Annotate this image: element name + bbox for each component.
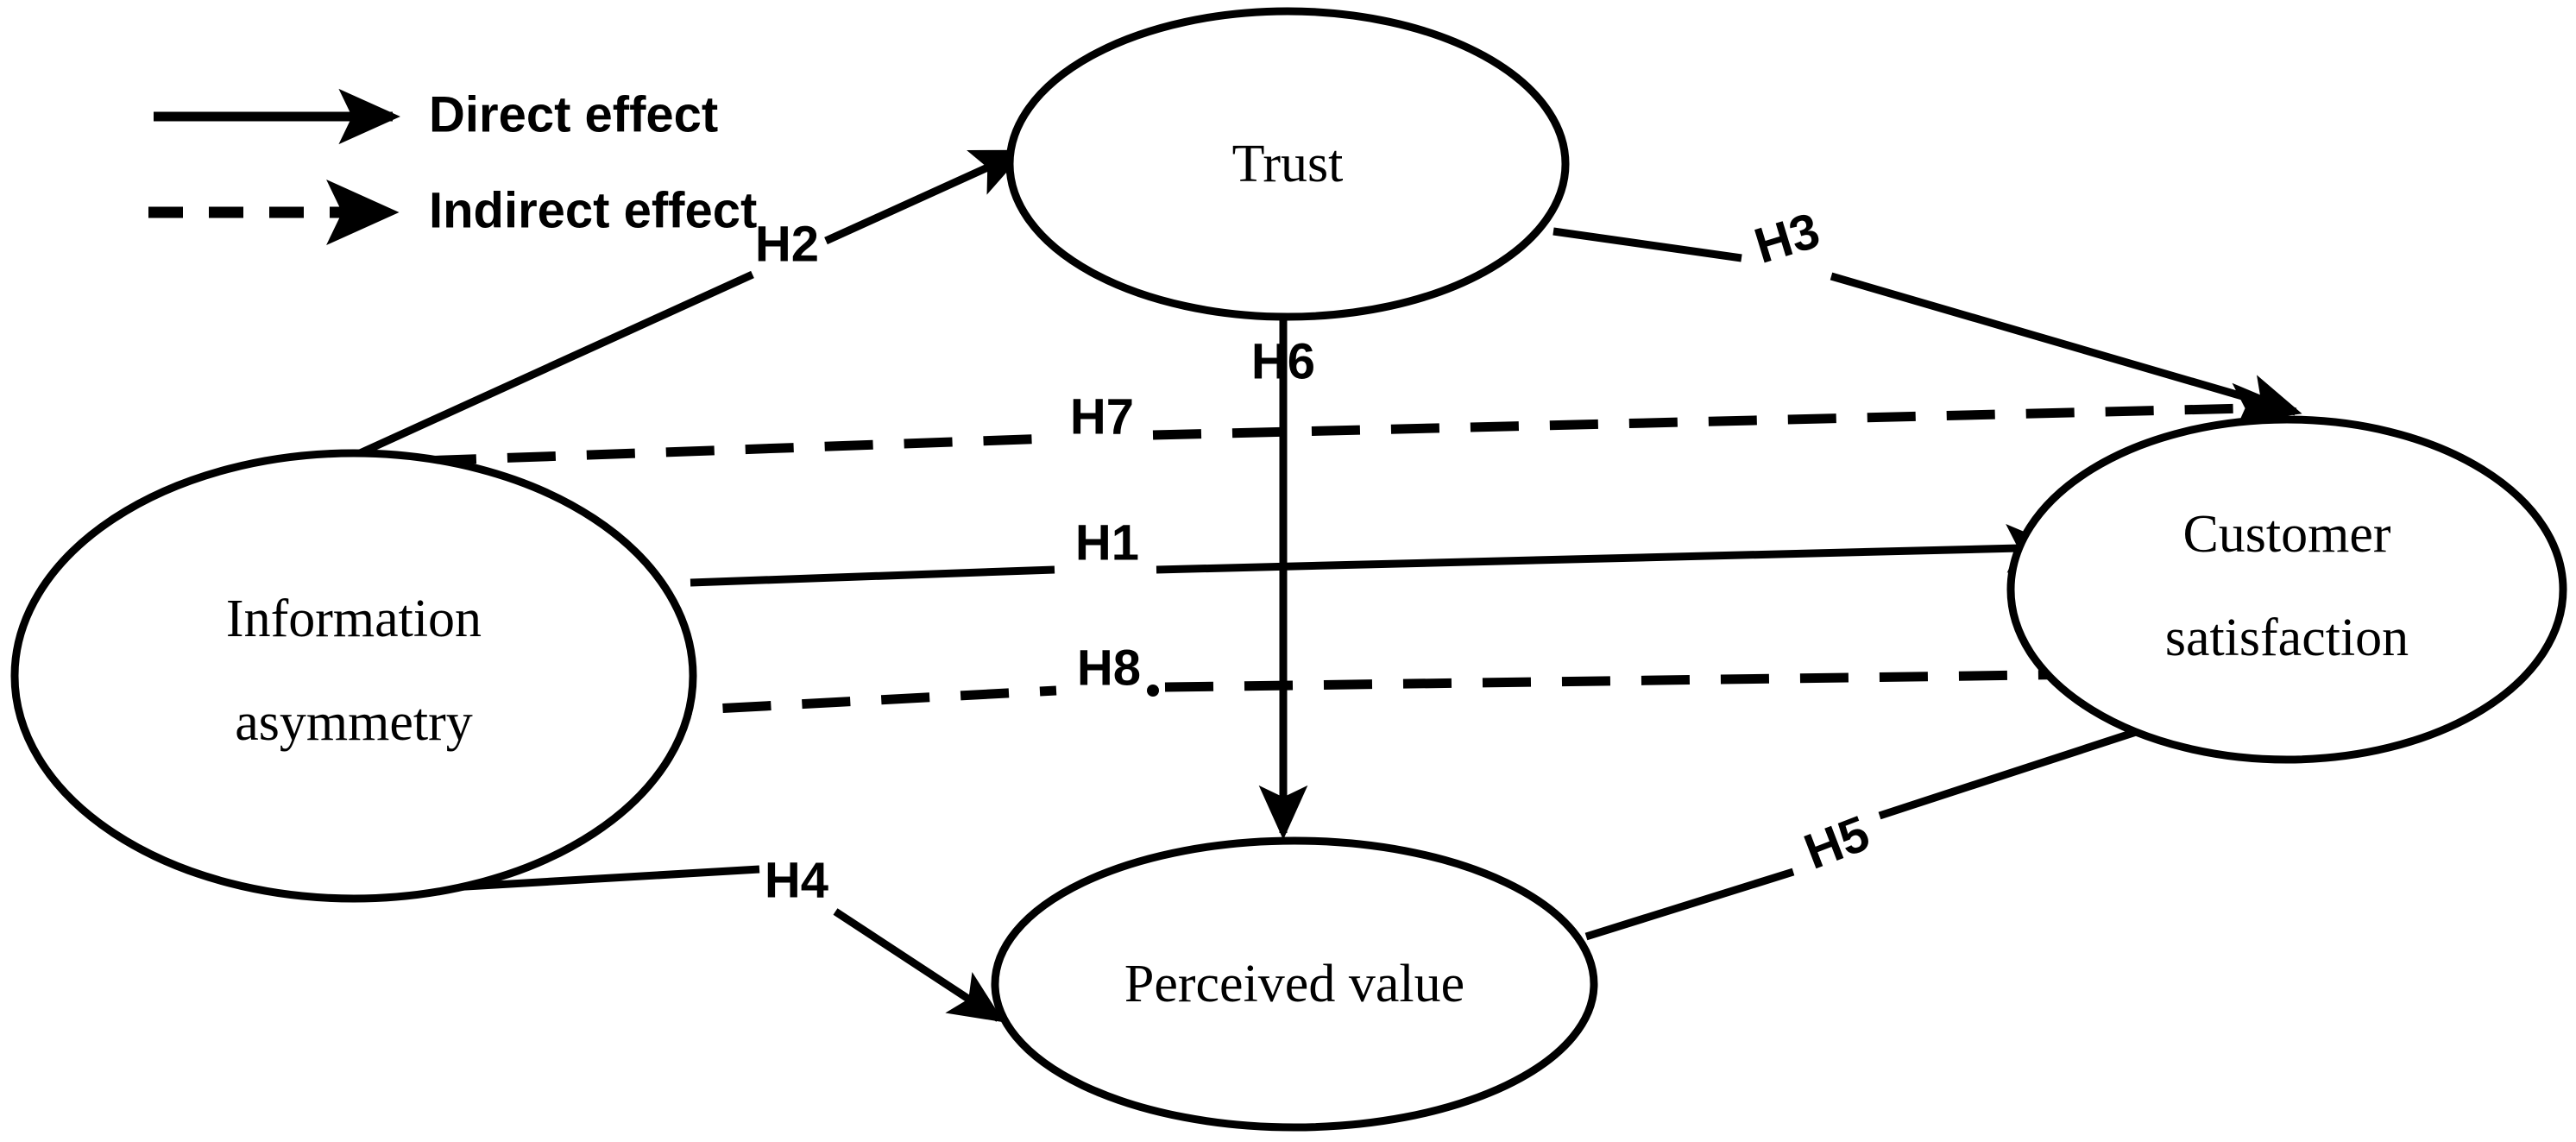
edge-H8-segment-right: [1164, 647, 2290, 698]
node-customer-satisfaction[interactable]: Customer satisfaction: [2006, 415, 2567, 764]
information-asymmetry-ellipse[interactable]: [10, 449, 697, 903]
hypothesis-label-H6: H6: [1251, 333, 1315, 389]
legend-item-direct: Direct effect: [154, 86, 718, 145]
node-trust[interactable]: Trust: [1005, 7, 1570, 321]
edge-H3-segment-right: [1830, 272, 2302, 422]
hypothesis-label-H1: H1: [1075, 514, 1139, 571]
customer-satisfaction-label-line2: satisfaction: [2165, 609, 2409, 667]
edge-H7-segment-left: [348, 433, 1050, 469]
hypothesis-label-H8: H8: [1077, 640, 1141, 696]
legend: Direct effect Indirect effect: [148, 86, 757, 246]
information-asymmetry-label-line1: Information: [226, 590, 482, 648]
hypothesis-label-H7: H7: [1070, 388, 1134, 445]
hypothesis-label-H2: H2: [755, 216, 819, 272]
edge-H7-segment-right: [1152, 382, 2290, 440]
edge-H1: [690, 524, 2061, 587]
legend-item-indirect: Indirect effect: [148, 179, 757, 246]
edge-H4-segment-right: [833, 908, 1005, 1023]
customer-satisfaction-ellipse[interactable]: [2006, 415, 2567, 764]
edge-H3: [1553, 227, 2302, 422]
hypothesis-label-H5: H5: [1797, 804, 1877, 880]
legend-label-indirect: Indirect effect: [429, 182, 757, 238]
customer-satisfaction-label-line1: Customer: [2182, 505, 2390, 564]
node-information-asymmetry[interactable]: Information asymmetry: [10, 449, 697, 903]
perceived-value-ellipse[interactable]: [991, 836, 1598, 1132]
information-asymmetry-label-line2: asymmetry: [235, 693, 473, 752]
edge-H1-segment-left: [690, 565, 1055, 587]
perceived-value-label: Perceived value: [1124, 955, 1464, 1013]
hypothesis-label-H4: H4: [765, 852, 828, 908]
node-perceived-value[interactable]: Perceived value: [991, 836, 1598, 1132]
edge-H5-segment-left: [1584, 868, 1795, 941]
trust-ellipse[interactable]: [1005, 7, 1570, 321]
hypothesis-label-H3: H3: [1748, 202, 1826, 274]
edge-H7: [348, 382, 2290, 469]
legend-label-direct: Direct effect: [429, 86, 718, 142]
edge-H1-segment-right: [1156, 524, 2061, 574]
edge-H2-segment-left: [347, 270, 754, 463]
edge-H3-segment-left: [1553, 227, 1742, 262]
edge-H2-segment-right: [824, 148, 1027, 245]
edge-H2: [347, 148, 1027, 463]
h8-dot-marker: [1147, 685, 1159, 697]
trust-label: Trust: [1232, 135, 1344, 193]
